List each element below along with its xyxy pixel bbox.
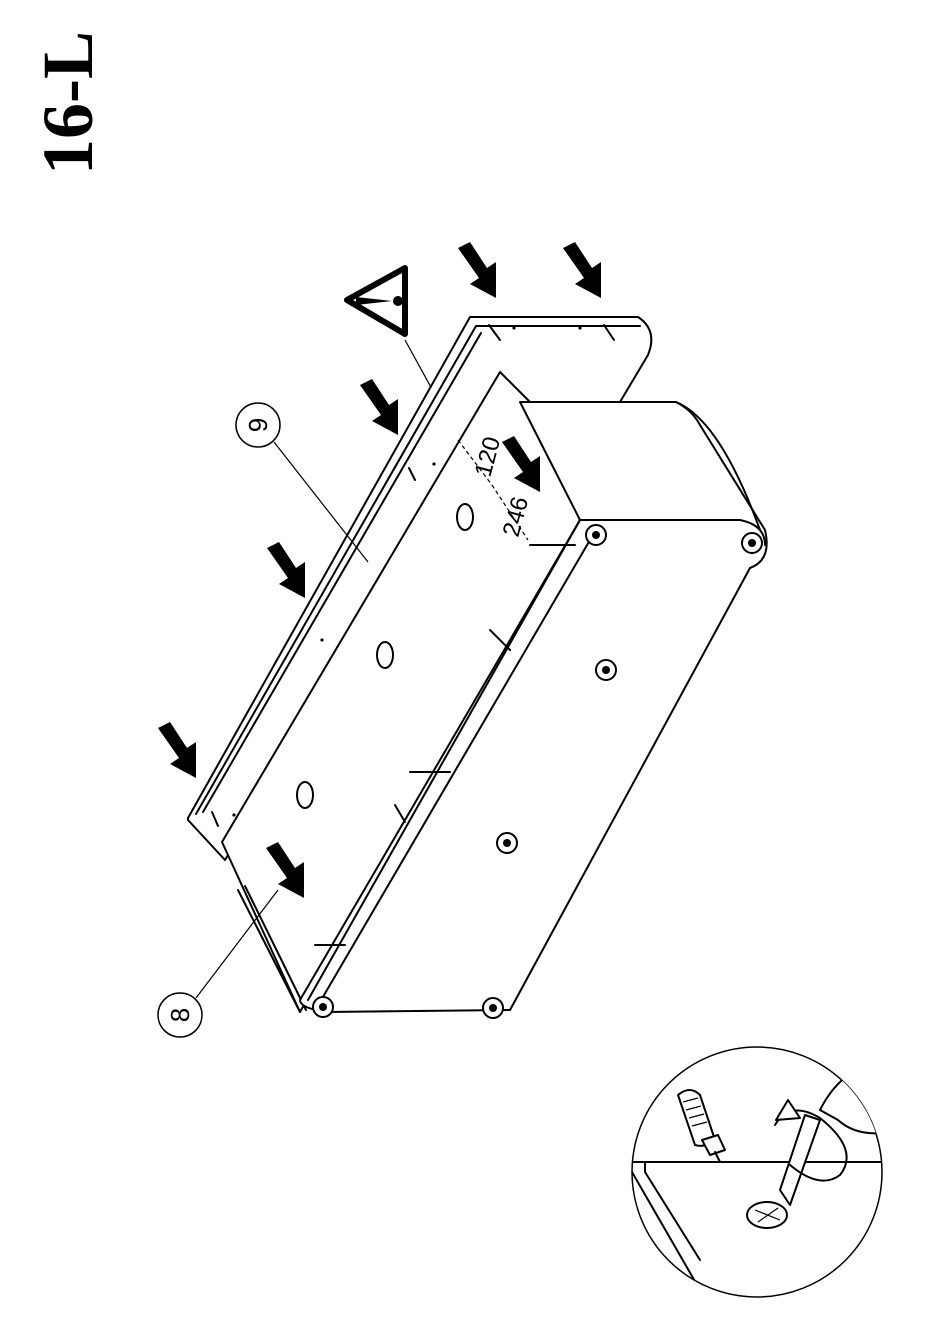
exclamation-triangle-icon [347,268,405,334]
svg-text:9: 9 [243,418,273,432]
step-number: 16-L [28,31,108,175]
screwdriver-cam-lock-icon [632,1047,900,1297]
svg-text:8: 8 [165,1008,195,1022]
